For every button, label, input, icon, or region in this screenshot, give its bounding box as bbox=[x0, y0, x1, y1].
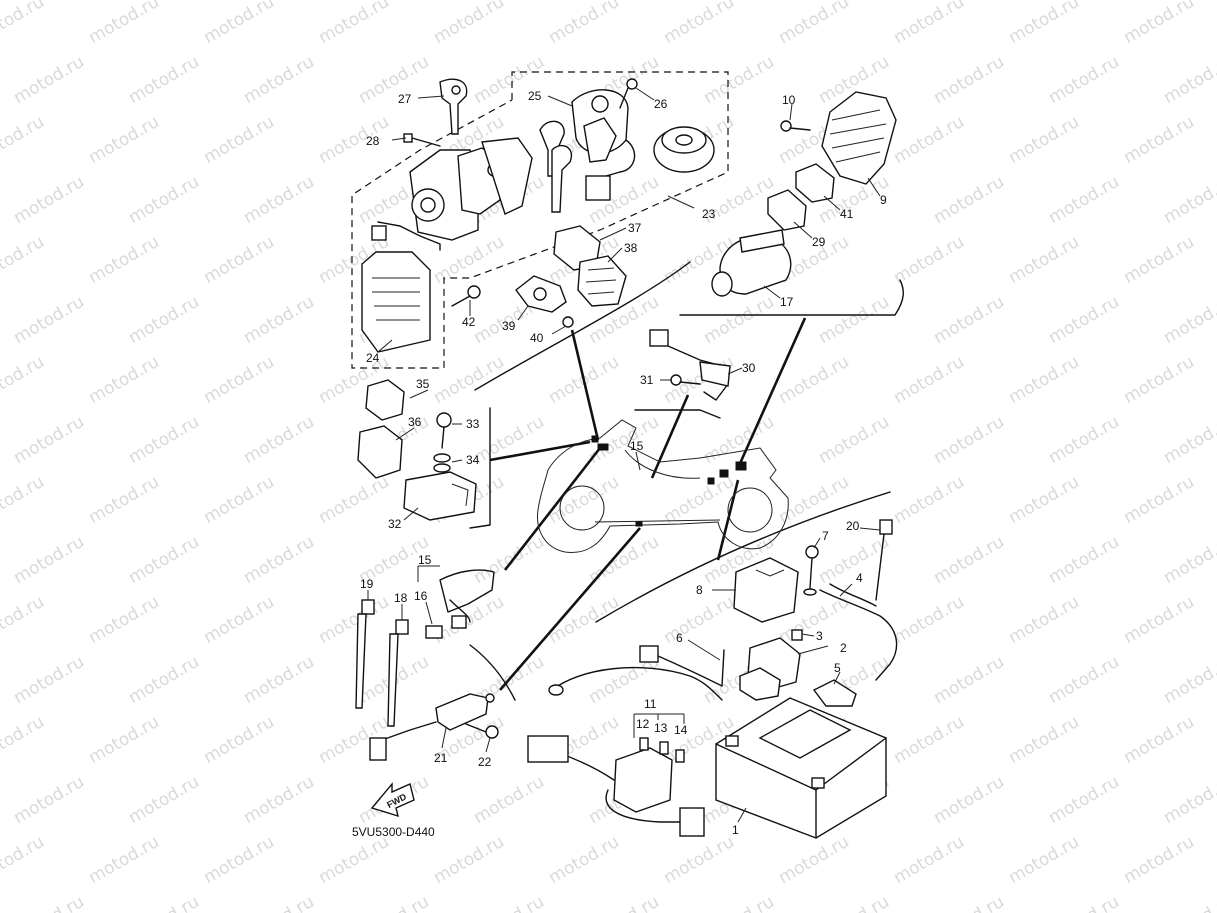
callout-29: 29 bbox=[812, 235, 826, 249]
callout-40: 40 bbox=[530, 331, 544, 345]
band-20-icon bbox=[875, 519, 893, 601]
callout-20: 20 bbox=[846, 519, 860, 533]
relay-36-icon bbox=[357, 425, 403, 479]
switch-21-icon bbox=[369, 693, 495, 761]
callout-27: 27 bbox=[398, 92, 412, 106]
connector-lines bbox=[489, 317, 807, 691]
diagram-code: 5VU5300-D440 bbox=[352, 825, 435, 839]
callout-31: 31 bbox=[640, 373, 654, 387]
callout-17: 17 bbox=[780, 295, 794, 309]
callout-18: 18 bbox=[394, 591, 408, 605]
ignitor-unit-icon bbox=[361, 251, 431, 353]
callout-37: 37 bbox=[628, 221, 642, 235]
callout-9: 9 bbox=[880, 193, 887, 207]
screw-28-icon bbox=[403, 133, 441, 147]
section-dividers bbox=[469, 261, 904, 701]
lock-set-icon bbox=[539, 89, 636, 213]
callout-7: 7 bbox=[822, 529, 829, 543]
wire-harness-15-icon bbox=[439, 569, 495, 623]
bolt-10-icon bbox=[780, 120, 811, 132]
leader-lines bbox=[367, 87, 881, 823]
battery-1-icon bbox=[715, 697, 887, 839]
key-icon bbox=[439, 78, 468, 135]
main-switch-assembly-boundary bbox=[351, 71, 729, 369]
callout-16: 16 bbox=[414, 589, 428, 603]
callout-15-lower: 15 bbox=[418, 553, 432, 567]
callout-12: 12 bbox=[636, 717, 650, 731]
callout-3: 3 bbox=[816, 629, 823, 643]
coupler-41-icon bbox=[795, 163, 835, 203]
callout-25: 25 bbox=[528, 89, 542, 103]
bolt-7-icon bbox=[803, 545, 819, 596]
screw-26-icon bbox=[619, 78, 638, 109]
callout-28: 28 bbox=[366, 134, 380, 148]
relay-2-icon bbox=[739, 629, 803, 701]
washer-34-icon bbox=[433, 453, 451, 473]
callout-35: 35 bbox=[416, 377, 430, 391]
callout-13: 13 bbox=[654, 721, 668, 735]
motorcycle-outline bbox=[536, 419, 789, 554]
horn-17-icon bbox=[711, 229, 792, 297]
cover-38-icon bbox=[577, 255, 627, 307]
callout-41: 41 bbox=[840, 207, 854, 221]
callout-36: 36 bbox=[408, 415, 422, 429]
callout-24: 24 bbox=[366, 351, 380, 365]
screw-22-icon bbox=[465, 723, 499, 739]
callout-30: 30 bbox=[742, 361, 756, 375]
callout-22: 22 bbox=[478, 755, 492, 769]
callout-6: 6 bbox=[676, 631, 683, 645]
ecu-9-icon bbox=[821, 91, 897, 185]
sensor-30-icon bbox=[649, 329, 731, 401]
bolt-42-icon bbox=[451, 285, 481, 307]
cover-5-icon bbox=[812, 679, 857, 707]
fuel-cap-icon bbox=[653, 126, 715, 173]
callout-19: 19 bbox=[360, 577, 374, 591]
callout-21: 21 bbox=[434, 751, 448, 765]
screw-33-icon bbox=[436, 412, 452, 449]
lead-4-icon bbox=[819, 583, 898, 681]
forward-arrow-icon bbox=[370, 782, 415, 818]
callout-5: 5 bbox=[834, 661, 841, 675]
callout-15-top: 15 bbox=[630, 439, 644, 453]
coupler-16-icon bbox=[425, 615, 467, 639]
fuse-12-icon bbox=[639, 737, 649, 751]
bracket-39-icon bbox=[515, 275, 567, 313]
callout-numbers: 27 28 25 26 23 24 42 37 38 39 40 10 9 41… bbox=[352, 89, 887, 839]
callout-8: 8 bbox=[696, 583, 703, 597]
callout-42: 42 bbox=[462, 315, 476, 329]
callout-39: 39 bbox=[502, 319, 516, 333]
fuse-box-11-icon bbox=[527, 735, 705, 837]
unit-32-icon bbox=[403, 471, 477, 521]
callout-23: 23 bbox=[702, 207, 716, 221]
callout-14: 14 bbox=[674, 723, 688, 737]
callout-38: 38 bbox=[624, 241, 638, 255]
bolt-31-icon bbox=[670, 374, 701, 386]
callout-2: 2 bbox=[840, 641, 847, 655]
callout-10: 10 bbox=[782, 93, 796, 107]
screw-40-icon bbox=[562, 316, 574, 328]
fuse-14-icon bbox=[675, 749, 685, 763]
main-switch-icon bbox=[371, 137, 533, 251]
band-19-icon bbox=[355, 599, 375, 709]
band-18-icon bbox=[387, 619, 409, 727]
callout-34: 34 bbox=[466, 453, 480, 467]
callout-32: 32 bbox=[388, 517, 402, 531]
callout-33: 33 bbox=[466, 417, 480, 431]
wire-lead-6-icon bbox=[548, 645, 725, 701]
coupler-29-icon bbox=[767, 189, 807, 231]
callout-26: 26 bbox=[654, 97, 668, 111]
fuse-13-icon bbox=[659, 741, 669, 755]
callout-11: 11 bbox=[644, 697, 657, 711]
relay-35-icon bbox=[365, 379, 405, 421]
callout-4: 4 bbox=[856, 571, 863, 585]
callout-1: 1 bbox=[732, 823, 739, 837]
relay-8-icon bbox=[733, 557, 799, 623]
